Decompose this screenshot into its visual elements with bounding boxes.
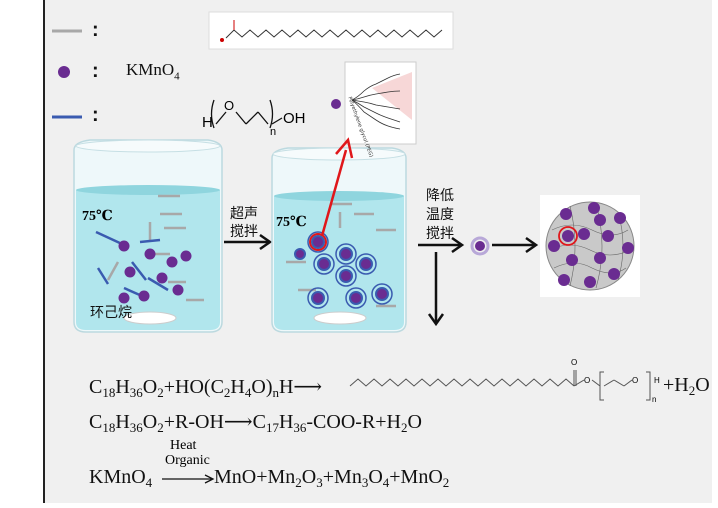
ester-structure [349,370,651,401]
legend-colon-2: : [92,60,99,82]
equation-3-products: MnO+Mn2O3+Mn3O4+MnO2 [214,466,450,490]
equation-1: C18H36O2+HO(C2H4O)nH⟶ [89,376,323,400]
peg-bracket-right [269,99,274,129]
small-particle [475,241,485,251]
ester-o-carbonyl: O [571,358,578,367]
stearic-acid-chain [225,29,443,39]
beaker-2-temp: 75℃ [276,215,307,230]
beaker-1-solvent: 环己烷 [90,305,132,321]
beaker-1 [73,139,223,333]
beaker-2 [271,147,407,333]
step-2-line-1: 降低 [426,188,454,204]
ester-o-link: O [584,376,591,385]
beaker-1-temp: 75℃ [82,209,113,224]
small-particle-halo [470,236,490,256]
equation-2: C18H36O2+R-OH⟶C17H36-COO-R+H2O [89,411,422,435]
peg-chains [351,73,401,130]
highlight-circle [309,233,327,251]
left-divider [43,0,45,503]
equation-3-organic: Organic [165,453,210,468]
zoom-arrow [320,149,348,237]
step-2-line-2: 温度 [426,207,454,223]
stearic-acid-oh [220,38,224,42]
equation-3-heat: Heat [170,438,197,453]
step-1-line-1: 超声 [230,206,258,222]
peg-o: O [224,98,235,113]
legend-colon-3: : [92,104,99,126]
legend-kmno4-dot [58,66,70,78]
peg-h: H [202,114,213,131]
peg-oh: OH [283,110,306,127]
equation-3-reactant: KMnO4 [89,466,153,490]
peg-bracket-left [210,99,215,129]
step-2-line-3: 搅拌 [426,226,454,242]
legend-colon-1: : [92,19,99,41]
stir-bar-1 [123,311,177,325]
ester-n: n [652,395,657,404]
stir-bar-2 [313,311,367,325]
legend-kmno4-label: KMnO4 [126,60,180,83]
peg-n: n [270,126,277,138]
nanoparticle-highlight [558,226,578,246]
step-1-line-2: 搅拌 [230,224,258,240]
peg-center-particle [331,99,341,109]
equation-1-water: +H2O [663,374,710,398]
ester-o-end: O [632,376,639,385]
ester-h: H [654,376,660,385]
